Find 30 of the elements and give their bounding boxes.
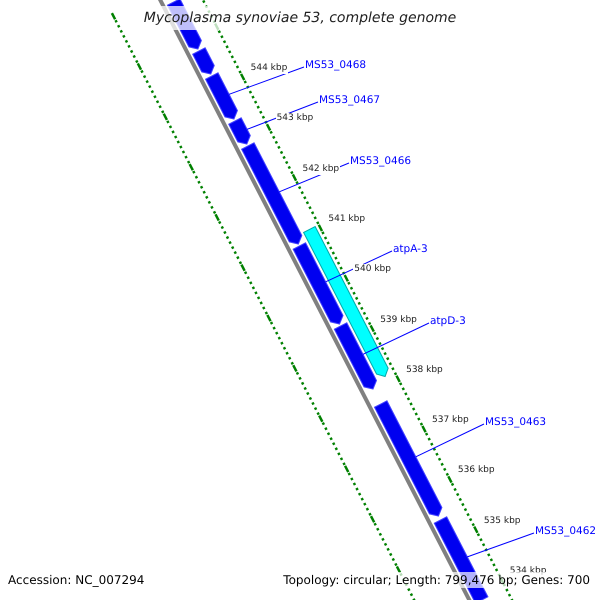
scale-label: 538 kbp — [405, 364, 444, 376]
gene-label: atpD-3 — [430, 315, 466, 328]
scale-label: 542 kbp — [301, 164, 340, 175]
gene-feature — [192, 47, 215, 75]
scale-label: 541 kbp — [327, 214, 366, 225]
leader-line — [362, 322, 430, 355]
gene-feature — [228, 117, 251, 145]
scale-label: 543 kbp — [276, 113, 314, 124]
gene-label: MS53_0463 — [485, 416, 546, 429]
accession-text: Accession: NC_007294 — [6, 572, 146, 588]
gene-feature — [204, 72, 238, 120]
gene-label: MS53_0467 — [319, 94, 380, 107]
leader-line — [415, 424, 484, 458]
gene-label: MS53_0466 — [350, 155, 412, 168]
gene-label: atpA-3 — [393, 243, 428, 256]
leader-line — [228, 66, 304, 95]
scale-label: 544 kbp — [250, 63, 288, 74]
scale-label: 539 kbp — [379, 314, 418, 326]
gene-label: MS53_0462 — [535, 525, 596, 538]
gene-feature — [292, 242, 344, 325]
scale-label: 535 kbp — [482, 516, 522, 527]
scale-label: 537 kbp — [431, 415, 470, 426]
scale-label: 536 kbp — [456, 465, 496, 476]
scale-label: 540 kbp — [353, 264, 392, 276]
map-title: Mycoplasma synoviae 53, complete genome — [143, 6, 457, 30]
gene-feature — [240, 142, 302, 245]
leader-line — [466, 532, 534, 558]
leader-line — [325, 250, 392, 282]
gene-feature — [334, 322, 378, 390]
gene-label: MS53_0468 — [305, 59, 366, 72]
